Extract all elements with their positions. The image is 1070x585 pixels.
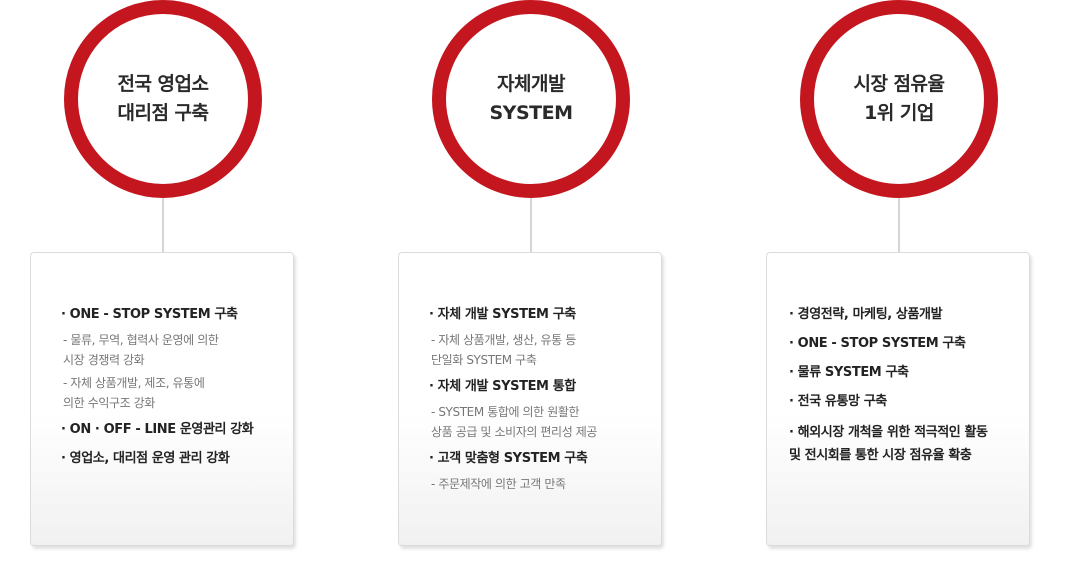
sub-item: - 주문제작에 의한 고객 만족 [431,477,566,491]
feature-title: 자체개발 SYSTEM [489,73,573,124]
feature-circle: 시장 점유율 1위 기업 [800,0,998,198]
connector-line [162,198,164,252]
bullet-item: · 고객 맞춤형 SYSTEM 구축 [429,451,588,466]
feature-column: 자체개발 SYSTEM · 자체 개발 SYSTEM 구축 - 자체 상품개발, … [398,0,664,560]
bullet-item: · ONE - STOP SYSTEM 구축 [789,336,966,351]
bullet-item: · 경영전략, 마케팅, 상품개발 [789,307,943,322]
feature-column: 전국 영업소 대리점 구축 · ONE - STOP SYSTEM 구축 - 물류… [30,0,296,560]
bullet-item: · 자체 개발 SYSTEM 통합 [429,379,576,394]
feature-box: · 경영전략, 마케팅, 상품개발 · ONE - STOP SYSTEM 구축 ·… [766,252,1030,546]
sub-item: - SYSTEM 통합에 의한 원활한 상품 공급 및 소비자의 편리성 제공 [431,405,598,439]
feature-title: 시장 점유율 1위 기업 [853,73,945,124]
feature-box: · 자체 개발 SYSTEM 구축 - 자체 상품개발, 생산, 유통 등 단일화… [398,252,662,546]
feature-box: · ONE - STOP SYSTEM 구축 - 물류, 무역, 협력사 운영에 … [30,252,294,546]
bullet-item: · ONE - STOP SYSTEM 구축 [61,307,238,322]
bullet-item: · 영업소, 대리점 운영 관리 강화 [61,451,230,466]
feature-circle: 자체개발 SYSTEM [432,0,630,198]
bullet-item: · ON · OFF - LINE 운영관리 강화 [61,422,254,437]
feature-title: 전국 영업소 대리점 구축 [117,73,209,124]
feature-circle: 전국 영업소 대리점 구축 [64,0,262,198]
bullet-item: · 전국 유통망 구축 [789,394,887,409]
connector-line [898,198,900,252]
bullet-item: · 물류 SYSTEM 구축 [789,365,909,380]
feature-column: 시장 점유율 1위 기업 · 경영전략, 마케팅, 상품개발 · ONE - ST… [766,0,1032,560]
bullet-item: · 해외시장 개척을 위한 적극적인 활동 및 전시회를 통한 시장 점유율 확… [789,425,988,463]
bullet-item: · 자체 개발 SYSTEM 구축 [429,307,576,322]
sub-item: - 자체 상품개발, 제조, 유통에 의한 수익구조 강화 [63,376,205,410]
sub-item: - 물류, 무역, 협력사 운영에 의한 시장 경쟁력 강화 [63,333,219,367]
sub-item: - 자체 상품개발, 생산, 유통 등 단일화 SYSTEM 구축 [431,333,576,367]
connector-line [530,198,532,252]
